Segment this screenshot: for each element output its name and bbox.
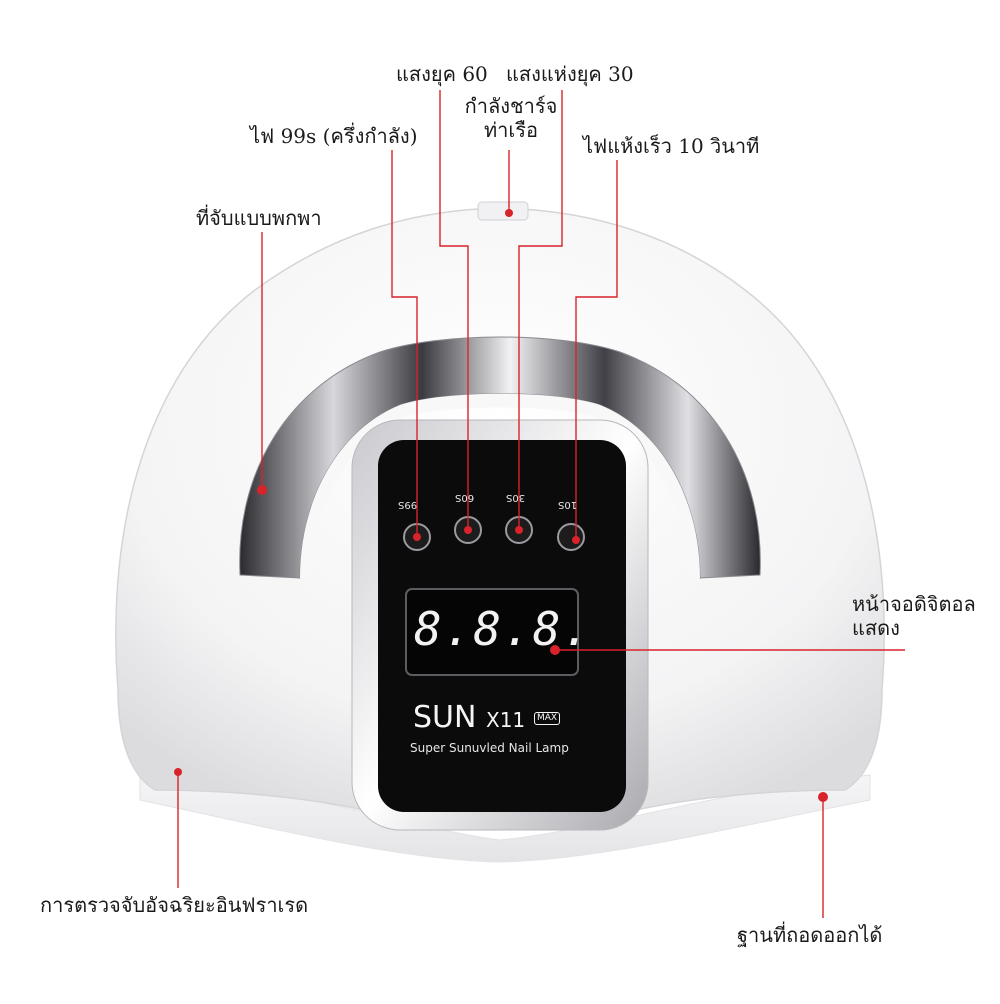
led-display <box>405 588 579 676</box>
display-value: 8.8.8. <box>414 602 593 656</box>
callout-dot-99s <box>413 533 421 541</box>
callout-dot-60s <box>464 526 472 534</box>
label-charging: กำลังชาร์จ ท่าเรือ <box>446 94 576 142</box>
callout-line-10s <box>575 160 618 540</box>
label-infrared: การตรวจจับอัจฉริยะอินฟราเรด <box>40 893 309 917</box>
model-name: X11 <box>486 708 526 732</box>
callout-dot-30s <box>515 526 523 534</box>
label-display-line1: หน้าจอดิจิตอล <box>852 592 976 616</box>
label-charging-line2: ท่าเรือ <box>483 118 538 142</box>
label-light-30: แสงแห่งยุค 30 <box>506 62 634 86</box>
callout-dot-10s <box>572 536 580 544</box>
callout-dot-charging <box>505 209 513 217</box>
label-quick-dry-10: ไฟแห้งเร็ว 10 วินาที <box>583 134 760 158</box>
model-badge: MAX <box>534 712 561 725</box>
callout-dots <box>174 209 828 802</box>
label-light-60: แสงยุค 60 <box>396 62 488 86</box>
label-handle: ที่จับแบบพกพา <box>196 206 322 230</box>
tagline: Super Sunuvled Nail Lamp <box>410 741 569 755</box>
button-label-30s: 30S <box>506 492 526 503</box>
callout-line-60s <box>439 90 469 530</box>
callout-dot-infrared <box>174 768 182 776</box>
label-display-line2: แสดง <box>852 616 900 640</box>
button-label-60s: 60S <box>455 492 475 503</box>
brand-name: SUN <box>413 700 477 735</box>
label-base: ฐานที่ถอดออกได้ <box>737 923 883 947</box>
label-display: หน้าจอดิจิตอล แสดง <box>852 592 976 640</box>
label-light-99: ไฟ 99s (ครึ่งกำลัง) <box>250 124 418 148</box>
callout-line-99s <box>391 150 418 537</box>
callout-dot-handle <box>257 485 267 495</box>
button-label-10s: 10S <box>558 499 578 510</box>
button-label-99s: 99S <box>398 499 418 510</box>
button-10s <box>557 523 585 551</box>
callout-dot-display <box>550 645 560 655</box>
callout-lines <box>177 90 905 918</box>
callout-line-30s <box>518 90 563 530</box>
label-charging-line1: กำลังชาร์จ <box>464 94 558 118</box>
callout-dot-base <box>818 792 828 802</box>
charging-dock <box>477 201 529 221</box>
